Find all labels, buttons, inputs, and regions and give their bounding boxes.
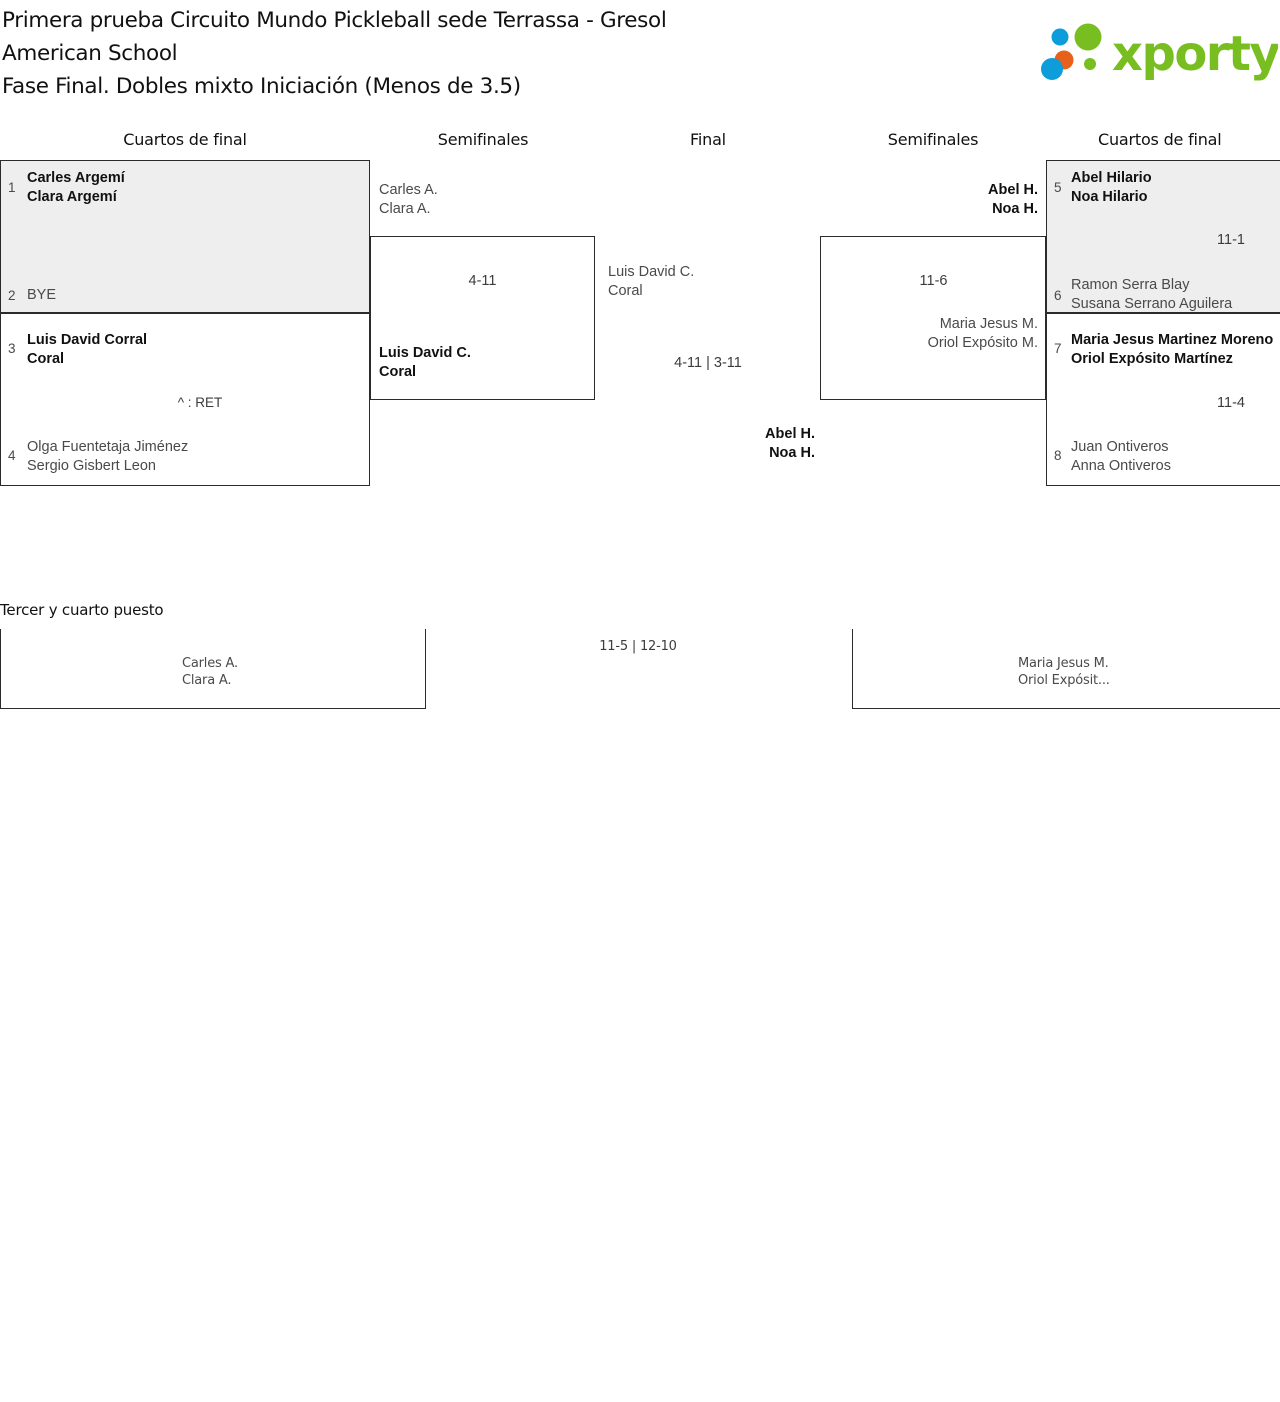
match-score-left-sf: 4-11 <box>468 273 497 289</box>
entrant-line-1: Luis David C. <box>379 345 471 361</box>
entrant-line-2: Oriol Expósit... <box>1018 673 1110 688</box>
round-header-left-sf: Semifinales <box>437 130 529 149</box>
entrant-line-2: Clara Argemí <box>27 188 117 205</box>
xporty-logo: xporty <box>1038 22 1280 84</box>
third-place-left-right-edge <box>425 629 426 709</box>
entrant-line-1: Carles A. <box>379 182 438 198</box>
round-header-right-sf: Semifinales <box>887 130 979 149</box>
seed-6: 6 <box>1054 288 1062 303</box>
entrant-line-2: Coral <box>379 363 417 380</box>
entrant-right-qf-6[interactable]: Ramon Serra Blay Susana Serrano Aguilera <box>1071 276 1232 313</box>
match-score-third-place: 11-5 | 12-10 <box>599 639 677 654</box>
entrant-left-qf-2[interactable]: BYE <box>27 286 56 305</box>
title-line-3: Fase Final. Dobles mixto Iniciación (Men… <box>2 74 521 99</box>
entrant-line-1: Abel H. <box>988 182 1038 198</box>
entrant-left-sf-top[interactable]: Carles A. Clara A. <box>379 181 438 218</box>
entrant-line-2: Noa Hilario <box>1071 188 1148 205</box>
entrant-line-2: Anna Ontiveros <box>1071 457 1171 474</box>
entrant-line-2: Oriol Expósito M. <box>927 334 1038 351</box>
entrant-line-2: Noa H. <box>769 444 815 461</box>
match-box-left-sf[interactable] <box>370 236 595 400</box>
entrant-left-qf-4[interactable]: Olga Fuentetaja Jiménez Sergio Gisbert L… <box>27 438 188 475</box>
match-box-right-sf[interactable] <box>820 236 1046 400</box>
round-header-right-qf: Cuartos de final <box>1098 130 1222 149</box>
entrant-right-sf-top[interactable]: Abel H. Noa H. <box>860 181 1038 218</box>
entrant-line-1: Abel Hilario <box>1071 170 1152 186</box>
match-score-final: 4-11 | 3-11 <box>674 355 742 371</box>
third-place-title: Tercer y cuarto puesto <box>0 601 164 619</box>
third-place-right-left-edge <box>852 629 853 709</box>
match-box-left-qf-1[interactable] <box>0 160 370 313</box>
entrant-line-2: Oriol Expósito Martínez <box>1071 350 1233 367</box>
round-header-final: Final <box>690 130 726 149</box>
match-note-left-qf-2: ^ : RET <box>177 395 223 410</box>
match-score-right-qf-2: 11-4 <box>1217 395 1245 411</box>
third-place-right-bottom-edge <box>852 708 1280 709</box>
seed-3: 3 <box>8 341 16 356</box>
match-box-left-qf-2[interactable] <box>0 313 370 486</box>
entrant-left-qf-3[interactable]: Luis David Corral Coral <box>27 331 147 368</box>
entrant-third-place-right[interactable]: Maria Jesus M. Oriol Expósit... <box>1018 655 1110 689</box>
entrant-left-qf-1[interactable]: Carles Argemí Clara Argemí <box>27 169 125 206</box>
entrant-line-1: Maria Jesus M. <box>1018 656 1109 671</box>
entrant-line-2: Susana Serrano Aguilera <box>1071 295 1233 312</box>
round-header-left-qf: Cuartos de final <box>123 130 247 149</box>
entrant-third-place-left[interactable]: Carles A. Clara A. <box>182 655 238 689</box>
logo-dots-icon <box>1041 23 1102 80</box>
entrant-right-qf-8[interactable]: Juan Ontiveros Anna Ontiveros <box>1071 438 1171 475</box>
entrant-final-top[interactable]: Luis David C. Coral <box>608 263 694 300</box>
entrant-line-1: Carles Argemí <box>27 170 125 186</box>
third-place-left-bottom-edge <box>0 708 426 709</box>
entrant-line-1: Luis David C. <box>608 264 695 280</box>
seed-5: 5 <box>1054 180 1062 195</box>
entrant-line-2: Coral <box>27 350 65 367</box>
entrant-line-2: Clara A. <box>379 200 431 217</box>
match-box-right-qf-2[interactable] <box>1046 313 1280 486</box>
match-box-right-qf-1[interactable] <box>1046 160 1280 313</box>
entrant-right-qf-7[interactable]: Maria Jesus Martinez Moreno Oriol Expósi… <box>1071 331 1273 368</box>
entrant-line-2: Clara A. <box>182 673 232 688</box>
entrant-line-2: Noa H. <box>992 200 1038 217</box>
entrant-left-sf-bottom[interactable]: Luis David C. Coral <box>379 344 471 381</box>
entrant-line-2: Sergio Gisbert Leon <box>27 457 156 474</box>
entrant-final-bottom[interactable]: Abel H. Noa H. <box>640 425 815 462</box>
entrant-line-1: Maria Jesus Martinez Moreno <box>1071 332 1274 348</box>
match-score-right-qf-1: 11-1 <box>1217 232 1245 248</box>
entrant-line-1: Olga Fuentetaja Jiménez <box>27 439 189 455</box>
logo-wordmark: xporty <box>1112 26 1278 82</box>
seed-8: 8 <box>1054 448 1062 463</box>
entrant-line-1: Juan Ontiveros <box>1071 439 1169 455</box>
entrant-line-1: Carles A. <box>182 656 238 671</box>
seed-7: 7 <box>1054 341 1062 356</box>
entrant-line-1: Luis David Corral <box>27 332 148 348</box>
entrant-right-qf-5[interactable]: Abel Hilario Noa Hilario <box>1071 169 1152 206</box>
title-line-2: American School <box>2 41 178 66</box>
entrant-line-1: BYE <box>27 287 57 303</box>
third-place-left-edge <box>0 629 1 709</box>
seed-4: 4 <box>8 448 16 463</box>
page-header: Primera prueba Circuito Mundo Pickleball… <box>0 0 1280 110</box>
entrant-right-sf-bottom[interactable]: Maria Jesus M. Oriol Expósito M. <box>838 315 1038 352</box>
entrant-line-1: Maria Jesus M. <box>939 316 1038 332</box>
entrant-line-2: Coral <box>608 282 643 299</box>
tournament-title: Primera prueba Circuito Mundo Pickleball… <box>2 4 902 103</box>
entrant-line-1: Abel H. <box>765 426 815 442</box>
match-score-right-sf: 11-6 <box>919 273 948 289</box>
seed-2: 2 <box>8 288 16 303</box>
title-line-1: Primera prueba Circuito Mundo Pickleball… <box>2 8 667 33</box>
seed-1: 1 <box>8 180 16 195</box>
entrant-line-1: Ramon Serra Blay <box>1071 277 1190 293</box>
